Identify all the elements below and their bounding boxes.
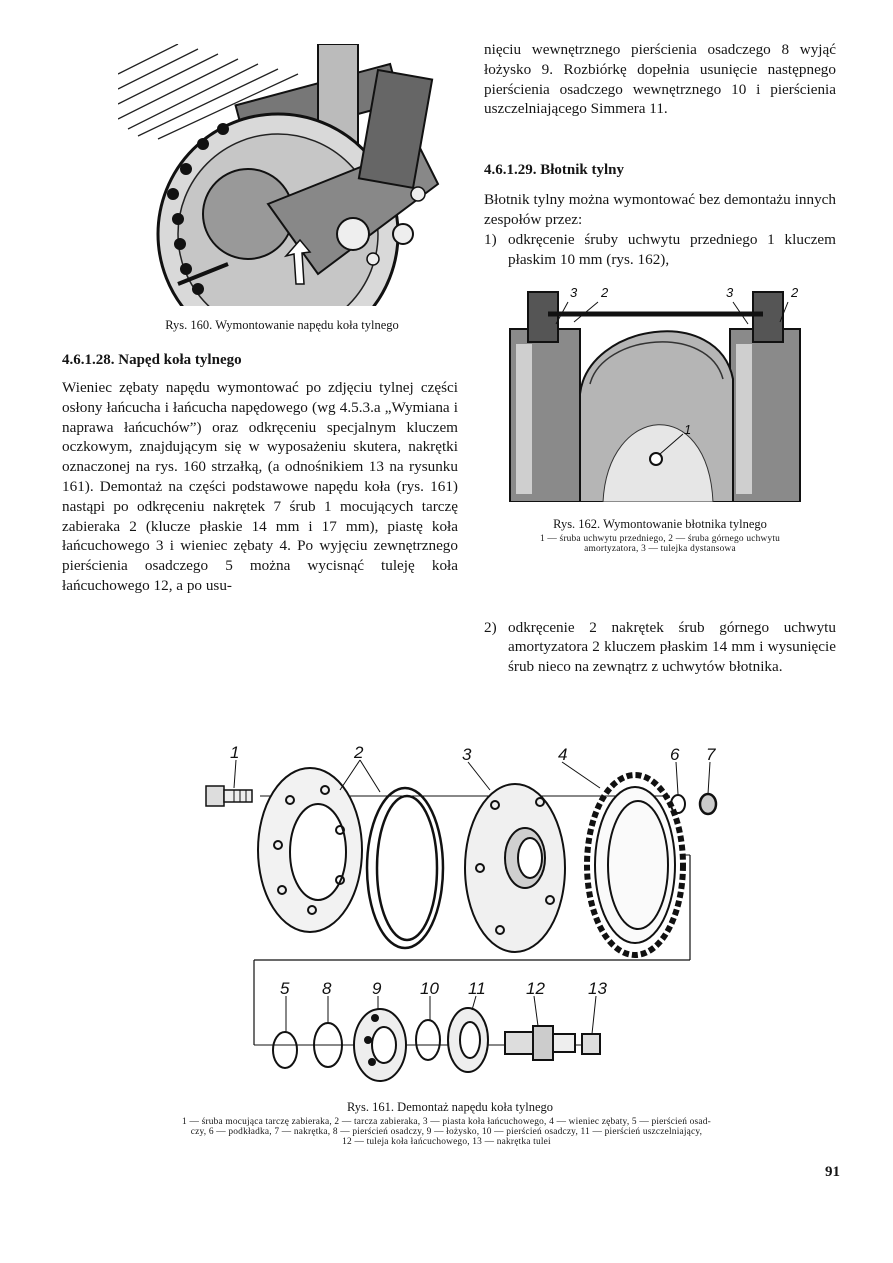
step-1-number: 1) — [484, 231, 497, 248]
page-number: 91 — [825, 1164, 840, 1180]
part-2-ring — [365, 786, 445, 950]
fig161-label-1: 1 — [230, 743, 239, 762]
fig162-legend-line-2: amortyzatora, 3 — tulejka dystansowa — [584, 544, 736, 554]
step-2-text: odkręcenie 2 nakrętek śrub górnego uchwy… — [508, 618, 836, 676]
fig161-label-11: 11 — [468, 979, 486, 998]
figure-160-photo — [117, 43, 456, 356]
section-heading-4-6-1-29: 4.6.1.29. Błotnik tylny — [484, 162, 625, 178]
step-1-text: odkręcenie śruby uchwytu przedniego 1 kl… — [508, 231, 836, 268]
fig162-legend-line-1: 1 — śruba uchwytu przedniego, 2 — śruba … — [539, 534, 781, 544]
fig161-label-6: 6 — [670, 745, 680, 764]
part-11-seal — [447, 1007, 489, 1073]
part-4-sprocket — [584, 772, 686, 958]
fig162-label-2-left: 2 — [600, 285, 609, 300]
section-heading-4-6-1-28: 4.6.1.28. Napęd koła tylnego — [62, 352, 242, 368]
fig161-label-4: 4 — [558, 745, 567, 764]
figure-162-photo: 3 2 3 2 1 — [508, 284, 802, 503]
fig161-legend-line-1: 1 — śruba mocująca tarczę zabieraka, 2 —… — [182, 1117, 711, 1127]
figure-161-drawing: 1 2 3 4 6 7 5 8 9 10 11 12 13 — [200, 740, 730, 1096]
fig161-label-10: 10 — [420, 979, 439, 998]
fig161-legend-line-3: 12 — tuleja koła łańcuchowego, 13 — nakr… — [342, 1137, 551, 1147]
fender-step-1: 1) odkręcenie śruby uchwytu przedniego 1… — [484, 230, 836, 270]
fig161-caption: Rys. 161. Demontaż napędu koła tylnego — [346, 1100, 554, 1114]
fig162-label-1: 1 — [684, 422, 691, 437]
fig161-label-7: 7 — [706, 745, 716, 764]
left-paragraph: Wieniec zębaty napędu wymontować po zdję… — [62, 379, 458, 594]
fender-intro: Błotnik tylny można wymontować bez demon… — [484, 191, 836, 228]
part-9-bearing — [353, 1008, 407, 1082]
rear-fender-photo: 3 2 3 2 1 — [508, 284, 802, 503]
fig162-label-2-right: 2 — [790, 285, 799, 300]
fender-step-2: 2) odkręcenie 2 nakrętek śrub górnego uc… — [484, 618, 836, 677]
part-3-hub — [464, 783, 566, 953]
part-1-bolt — [205, 785, 253, 807]
drive-exploded-view: 1 2 3 4 6 7 5 8 9 10 11 12 13 — [205, 743, 718, 1082]
part-13-nut — [581, 1033, 601, 1055]
fig161-label-12: 12 — [526, 979, 545, 998]
fig162-label-3-right: 3 — [726, 285, 734, 300]
rear-wheel-drive-photo — [117, 43, 456, 356]
fig161-legend-line-2: czy, 6 — podkładka, 7 — nakrętka, 8 — pi… — [190, 1127, 703, 1137]
part-5-ring — [272, 1031, 298, 1069]
fig162-label-3-left: 3 — [570, 285, 578, 300]
part-2-disc — [257, 767, 363, 933]
part-10-ring — [415, 1019, 441, 1061]
fig161-label-2: 2 — [353, 743, 364, 762]
fig161-label-8: 8 — [322, 979, 332, 998]
part-7-nut — [698, 792, 718, 816]
fig160-caption: Rys. 160. Wymontowanie napędu koła tylne… — [165, 318, 399, 332]
part-12-sleeve — [504, 1025, 576, 1061]
fig161-label-3: 3 — [462, 745, 472, 764]
step-2-number: 2) — [484, 618, 497, 636]
part-6-washer — [670, 794, 686, 814]
fig161-label-13: 13 — [588, 979, 607, 998]
fig161-label-9: 9 — [372, 979, 382, 998]
fig161-label-5: 5 — [280, 979, 290, 998]
right-paragraph-continued: nięciu wewnętrznego pierścienia osadczeg… — [484, 41, 836, 118]
fig162-caption: Rys. 162. Wymontowanie błotnika tylnego — [553, 517, 767, 531]
